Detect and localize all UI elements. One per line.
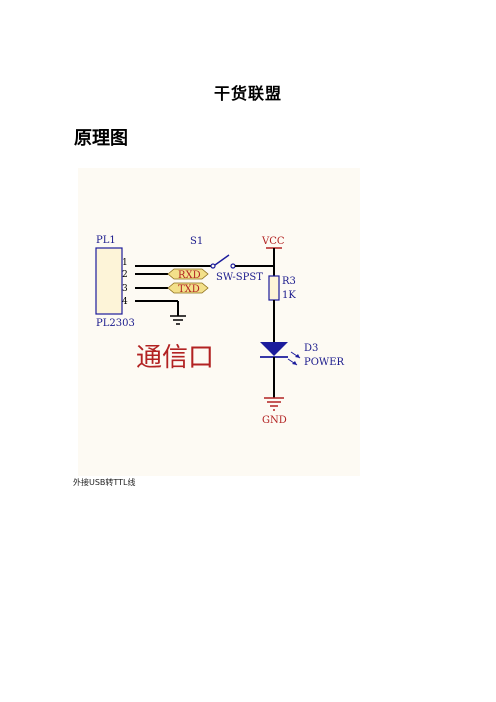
net-label-rxd-tag	[167, 268, 209, 280]
net-label-txd-tag	[167, 282, 209, 294]
block-title: 通信口	[136, 343, 214, 373]
pin-4-number: 4	[122, 297, 128, 307]
led-ref: D3	[304, 343, 318, 354]
switch-left-contact	[210, 263, 216, 269]
connector-part: PL2303	[96, 318, 135, 329]
led-emission-arrowhead-1	[295, 354, 300, 358]
led-triangle	[260, 342, 288, 356]
switch-type: SW-SPST	[216, 272, 263, 283]
pin-1-number: 1	[122, 258, 128, 268]
led-label: POWER	[304, 357, 345, 368]
figure-caption: 外接USB转TTL线	[73, 478, 136, 487]
page-title: 干货联盟	[213, 84, 282, 103]
switch-ref: S1	[190, 236, 203, 247]
pin-3-number: 3	[122, 284, 128, 294]
ground-label: GND	[262, 415, 287, 426]
resistor-ref: R3	[282, 276, 296, 287]
resistor-value: 1K	[282, 290, 296, 301]
net-label-rxd: RXD	[178, 270, 201, 281]
schematic-background	[78, 168, 360, 476]
schematic-figure: PL1 PL2303 1 2 3 4 RXD TXD S1 SW-SPST VC…	[78, 168, 360, 476]
power-label: VCC	[261, 236, 285, 247]
net-label-txd: TXD	[178, 284, 200, 295]
section-heading: 原理图	[74, 128, 128, 149]
pin-2-number: 2	[122, 270, 128, 280]
resistor-body	[268, 275, 280, 301]
connector-body	[95, 247, 123, 315]
switch-lever	[214, 254, 230, 266]
connector-ref: PL1	[96, 235, 116, 246]
led-emission-arrowhead-2	[292, 361, 297, 365]
